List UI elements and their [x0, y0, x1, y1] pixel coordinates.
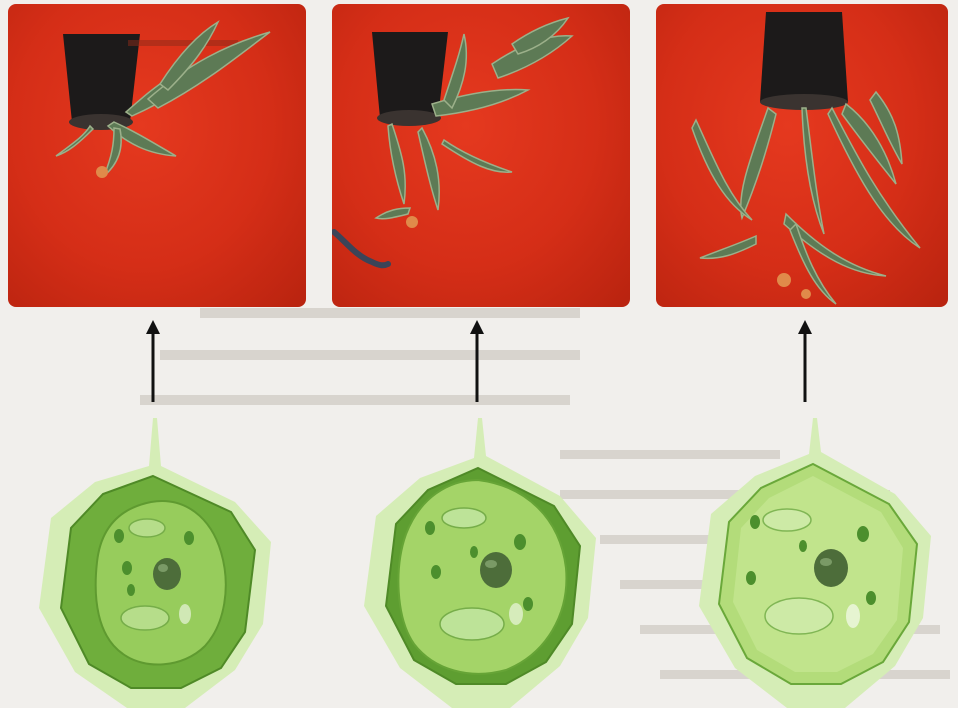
chloroplast — [440, 608, 504, 640]
wilted-plant-illustration — [8, 4, 306, 307]
chloroplast — [765, 598, 833, 634]
nucleus — [814, 549, 848, 587]
up-arrow-icon — [146, 320, 160, 402]
nucleus — [480, 552, 512, 588]
photo-wilted-plant — [8, 4, 306, 307]
cell-turgid — [695, 418, 935, 708]
flower-pot — [760, 12, 848, 102]
chloroplast — [129, 519, 165, 537]
plant-leaves — [692, 92, 920, 304]
chloroplast — [763, 509, 811, 531]
recovering-plant-illustration — [332, 4, 630, 307]
photo-turgid-plant — [656, 4, 948, 307]
cell-partially-turgid — [360, 418, 600, 708]
up-arrow-icon — [798, 320, 812, 402]
chloroplast — [121, 606, 169, 630]
up-arrow-icon — [470, 320, 484, 402]
nucleus — [153, 558, 181, 590]
photo-recovering-plant — [332, 4, 630, 307]
cell-plasmolysed — [35, 418, 275, 708]
flower-pot — [63, 34, 140, 122]
chloroplast — [442, 508, 486, 528]
turgid-plant-illustration — [656, 4, 948, 307]
